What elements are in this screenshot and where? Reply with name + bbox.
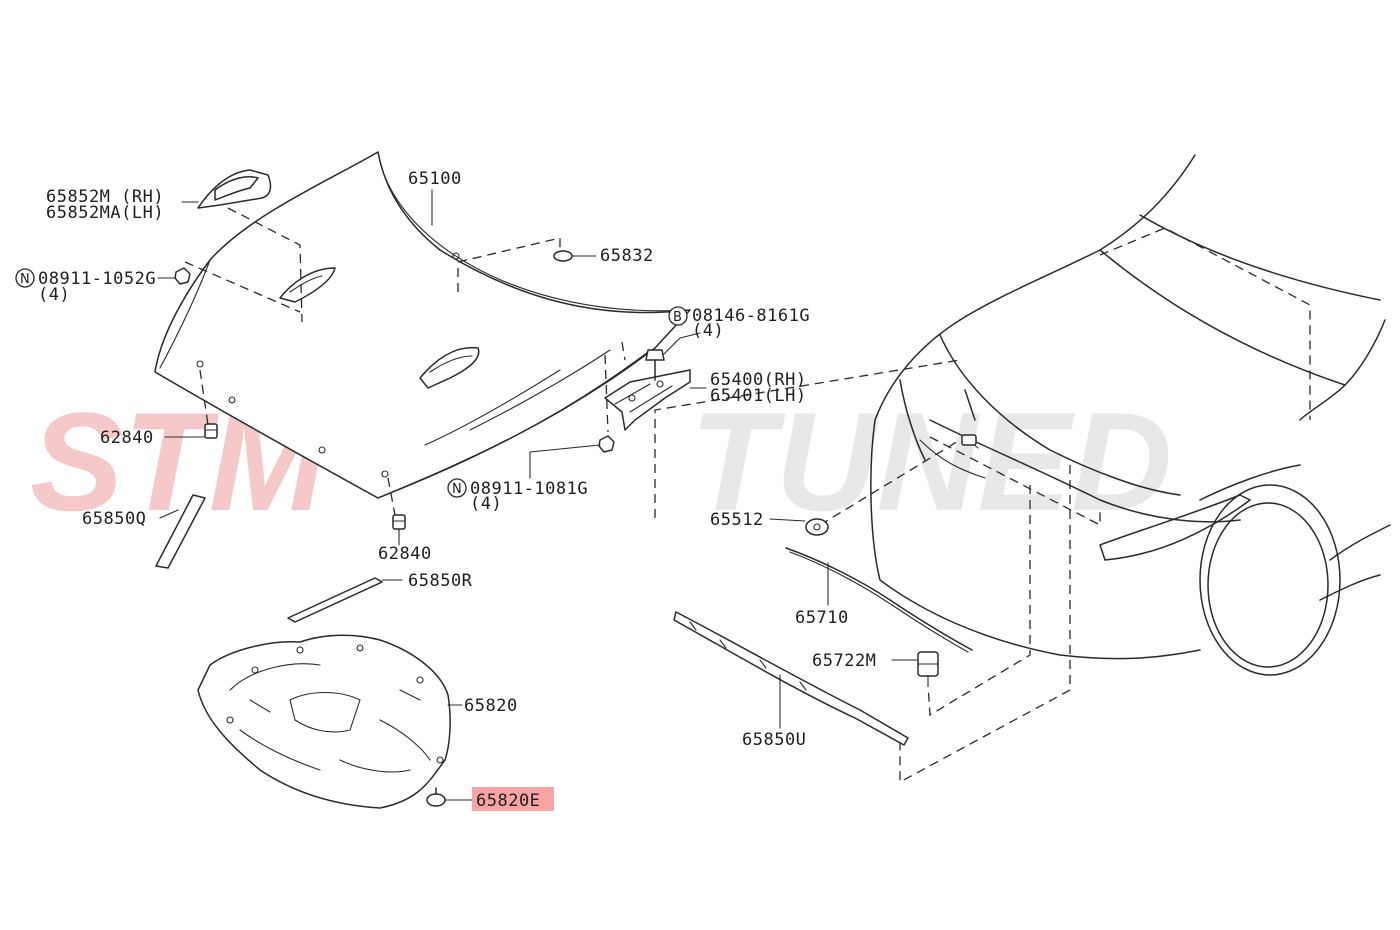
label-62840-b: 62840 xyxy=(378,544,432,564)
n-marker-letter: N xyxy=(20,272,30,287)
highlight-65820e xyxy=(472,787,554,811)
hinge-65400 xyxy=(604,369,691,431)
label-65852ma: 65852MA(LH) xyxy=(46,203,164,223)
b-marker-letter: B xyxy=(673,310,682,325)
label-65401: 65401(LH) xyxy=(710,386,807,406)
label-65100: 65100 xyxy=(408,169,462,189)
label-65820e: 65820E xyxy=(476,791,540,811)
bumper-62840-a xyxy=(204,423,218,439)
label-65850r: 65850R xyxy=(408,571,473,591)
label-08911-1052g-qty: (4) xyxy=(38,285,70,305)
bolt-08146-8161g xyxy=(645,349,665,381)
insulator-65820 xyxy=(197,634,451,809)
label-08146-8161g-qty: (4) xyxy=(692,321,724,341)
strip-65850q xyxy=(155,494,206,569)
label-65850u: 65850U xyxy=(742,730,806,750)
lock-65722m xyxy=(917,651,939,686)
label-65710: 65710 xyxy=(795,608,849,628)
bumper-62840-b xyxy=(392,514,406,530)
label-65850q: 65850Q xyxy=(82,509,146,529)
n-marker-letter-2: N xyxy=(452,482,462,497)
label-65832: 65832 xyxy=(600,246,654,266)
label-08911-1081g-qty: (4) xyxy=(470,494,502,514)
n-marker-icon xyxy=(15,268,35,288)
label-65722m: 65722M xyxy=(812,651,876,671)
vent-65852m xyxy=(197,169,272,209)
watermark: STM TUNED xyxy=(30,383,1172,540)
label-08146-8161g: 08146-8161G xyxy=(692,306,810,326)
watermark-tuned: TUNED xyxy=(690,383,1172,540)
nut-08911-1052g xyxy=(174,267,191,285)
grommet-65832 xyxy=(553,250,573,262)
seal-65512 xyxy=(805,518,829,536)
seal-strip-65850u xyxy=(673,611,909,746)
label-65512: 65512 xyxy=(710,510,764,530)
clip-65820e xyxy=(426,787,446,807)
strip-65850r xyxy=(287,577,383,623)
label-65852m: 65852M (RH) xyxy=(46,187,164,207)
n-marker-icon-2 xyxy=(447,478,467,498)
car-body xyxy=(870,154,1391,676)
label-08911-1052g: 08911-1052G xyxy=(38,269,156,289)
label-65820: 65820 xyxy=(464,696,518,716)
cable-65710 xyxy=(785,547,973,653)
b-marker-icon xyxy=(668,306,688,326)
label-65400: 65400(RH) xyxy=(710,370,807,390)
nut-08911-1081g xyxy=(598,435,615,453)
label-62840-a: 62840 xyxy=(100,428,154,448)
label-08911-1081g: 08911-1081G xyxy=(470,479,588,499)
callout-labels: 65852M (RH) 65852MA(LH) N 08911-1052G (4… xyxy=(15,169,876,811)
